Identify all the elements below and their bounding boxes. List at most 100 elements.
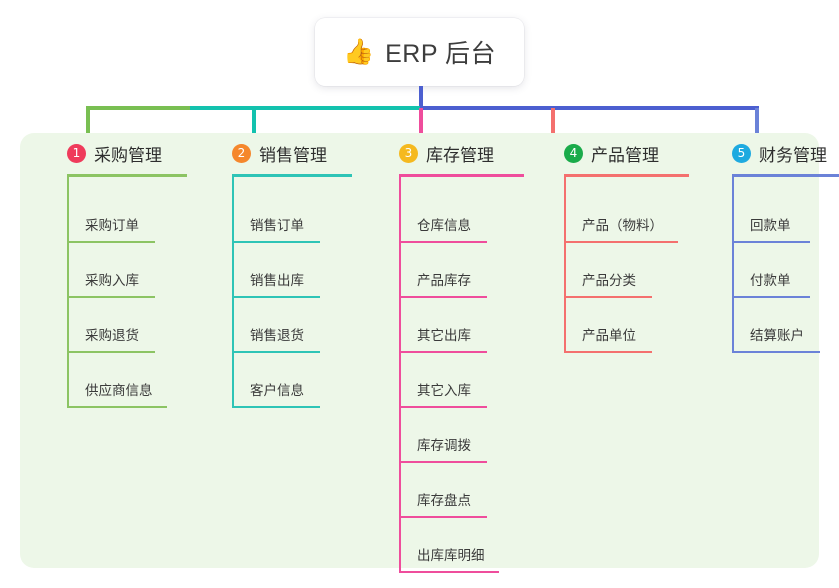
branch-item-label: 付款单 bbox=[750, 273, 791, 288]
branch-item-rule bbox=[67, 351, 155, 353]
branch-spine bbox=[564, 177, 566, 353]
branch-title: 财务管理 bbox=[759, 145, 827, 165]
branch-number-badge: 4 bbox=[564, 143, 583, 163]
branch-item-rule bbox=[399, 516, 487, 518]
branch-item-rule bbox=[399, 351, 487, 353]
connector-stub-4 bbox=[551, 108, 555, 141]
branch-header-5[interactable]: 5 财务管理 bbox=[710, 133, 827, 173]
branch-item-label: 库存盘点 bbox=[417, 493, 471, 508]
branch-item[interactable]: 付款单 bbox=[732, 243, 810, 298]
branch-header-rule bbox=[732, 174, 839, 177]
branch-item[interactable]: 结算账户 bbox=[732, 298, 820, 353]
branch-item[interactable]: 供应商信息 bbox=[67, 353, 167, 408]
connector-bar-blue bbox=[420, 106, 759, 110]
branch-item-rule bbox=[67, 296, 155, 298]
branch-item-label: 产品库存 bbox=[417, 273, 471, 288]
branch-spine bbox=[399, 177, 401, 573]
branch-item-rule bbox=[564, 241, 678, 243]
branch-item-rule bbox=[732, 351, 820, 353]
branch-item-label: 回款单 bbox=[750, 218, 791, 233]
branch-item[interactable]: 采购入库 bbox=[67, 243, 155, 298]
branch-item-label: 产品单位 bbox=[582, 328, 636, 343]
branch-item[interactable]: 销售订单 bbox=[232, 188, 320, 243]
branch-item-rule bbox=[399, 296, 487, 298]
branch-item-rule bbox=[399, 461, 487, 463]
branch-item-label: 供应商信息 bbox=[85, 383, 153, 398]
branch-item[interactable]: 库存调拨 bbox=[399, 408, 487, 463]
branch-header-rule bbox=[232, 174, 352, 177]
branch-item[interactable]: 其它入库 bbox=[399, 353, 487, 408]
branch-item-rule bbox=[564, 296, 652, 298]
branch-item-label: 采购入库 bbox=[85, 273, 139, 288]
branch-item[interactable]: 产品库存 bbox=[399, 243, 487, 298]
branch-item-label: 库存调拨 bbox=[417, 438, 471, 453]
branch-header-4[interactable]: 4 产品管理 bbox=[542, 133, 659, 173]
branch-item-rule bbox=[232, 296, 320, 298]
connector-bar-teal bbox=[190, 106, 422, 110]
branch-item-rule bbox=[399, 241, 487, 243]
branch-item[interactable]: 采购订单 bbox=[67, 188, 155, 243]
branch-item[interactable]: 库存盘点 bbox=[399, 463, 487, 518]
branch-item-label: 销售订单 bbox=[250, 218, 304, 233]
branch-header-rule bbox=[67, 174, 187, 177]
connector-stub-5 bbox=[755, 108, 759, 141]
branch-number-badge: 5 bbox=[732, 143, 751, 163]
connector-stub-1 bbox=[86, 108, 90, 141]
branch-item-rule bbox=[67, 406, 167, 408]
branch-item-rule bbox=[732, 296, 810, 298]
branch-item[interactable]: 回款单 bbox=[732, 188, 810, 243]
branch-item[interactable]: 产品分类 bbox=[564, 243, 652, 298]
branch-item-label: 其它入库 bbox=[417, 383, 471, 398]
branch-number-badge: 2 bbox=[232, 143, 251, 163]
branch-item[interactable]: 仓库信息 bbox=[399, 188, 487, 243]
branch-column-5: 5 财务管理回款单付款单结算账户 bbox=[710, 133, 839, 353]
branch-item-label: 其它出库 bbox=[417, 328, 471, 343]
branch-item-rule bbox=[564, 351, 652, 353]
connector-stub-3 bbox=[419, 108, 423, 141]
branch-item-label: 销售出库 bbox=[250, 273, 304, 288]
root-node-card[interactable]: 👍 ERP 后台 bbox=[315, 18, 524, 86]
branch-item-rule bbox=[232, 406, 320, 408]
root-connector-stem bbox=[419, 86, 423, 110]
branch-item-rule bbox=[67, 241, 155, 243]
branch-item[interactable]: 销售退货 bbox=[232, 298, 320, 353]
root-node-label: ERP 后台 bbox=[385, 40, 497, 68]
thumbs-up-icon: 👍 bbox=[342, 37, 375, 66]
branch-title: 产品管理 bbox=[591, 145, 659, 165]
branch-item-rule bbox=[399, 406, 487, 408]
branch-item[interactable]: 产品单位 bbox=[564, 298, 652, 353]
branch-item-label: 产品（物料） bbox=[582, 218, 663, 233]
branch-column-1: 1 采购管理采购订单采购入库采购退货供应商信息 bbox=[45, 133, 187, 408]
branch-item[interactable]: 产品（物料） bbox=[564, 188, 678, 243]
branch-item-label: 采购退货 bbox=[85, 328, 139, 343]
branch-title: 库存管理 bbox=[426, 145, 494, 165]
branch-item[interactable]: 出库库明细 bbox=[399, 518, 499, 573]
branch-number-badge: 1 bbox=[67, 143, 86, 163]
branch-item[interactable]: 其它出库 bbox=[399, 298, 487, 353]
branch-title: 采购管理 bbox=[94, 145, 162, 165]
branch-item-label: 客户信息 bbox=[250, 383, 304, 398]
branch-spine bbox=[232, 177, 234, 408]
branch-header-1[interactable]: 1 采购管理 bbox=[45, 133, 162, 173]
branch-item-label: 出库库明细 bbox=[417, 548, 485, 563]
branch-item-label: 结算账户 bbox=[750, 328, 804, 343]
branch-item-rule bbox=[232, 241, 320, 243]
branch-header-rule bbox=[399, 174, 524, 177]
branch-item[interactable]: 采购退货 bbox=[67, 298, 155, 353]
branch-item-label: 销售退货 bbox=[250, 328, 304, 343]
branch-item[interactable]: 客户信息 bbox=[232, 353, 320, 408]
branch-item-rule bbox=[732, 241, 810, 243]
branch-column-4: 4 产品管理产品（物料） 产品分类产品单位 bbox=[542, 133, 689, 353]
branch-spine bbox=[732, 177, 734, 353]
branch-item-label: 产品分类 bbox=[582, 273, 636, 288]
connector-bar-green bbox=[86, 106, 192, 110]
branch-item-rule bbox=[399, 571, 499, 573]
branch-header-rule bbox=[564, 174, 689, 177]
branch-item[interactable]: 销售出库 bbox=[232, 243, 320, 298]
